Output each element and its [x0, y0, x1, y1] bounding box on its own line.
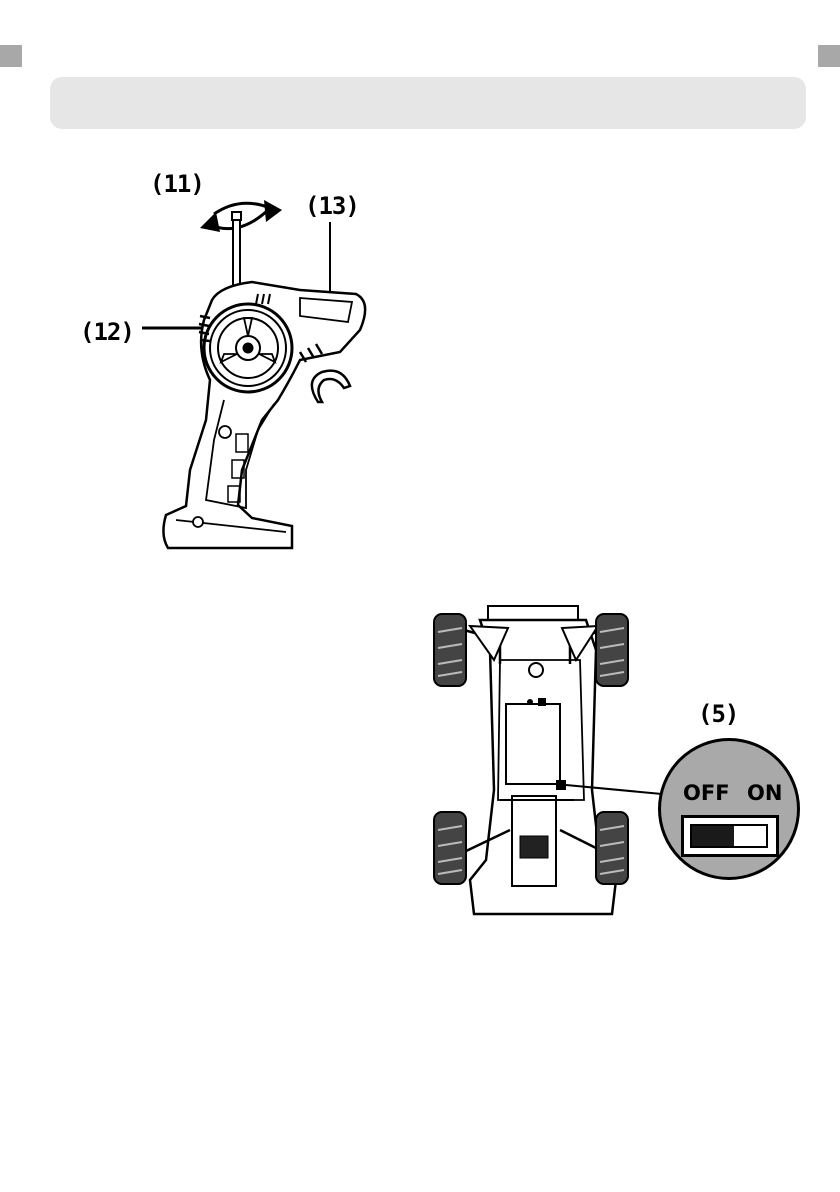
power-switch[interactable]: [681, 815, 779, 857]
switch-slider: [692, 826, 734, 846]
switch-on-label: ON: [747, 781, 782, 805]
motor: [520, 836, 548, 858]
switch-location: [556, 780, 566, 790]
switch-off-label: OFF: [683, 781, 730, 805]
power-switch-label: (5): [698, 700, 738, 728]
switch-slot: [690, 824, 768, 848]
battery-cover: [506, 704, 560, 784]
power-switch-zoom: OFF ON: [658, 738, 800, 880]
